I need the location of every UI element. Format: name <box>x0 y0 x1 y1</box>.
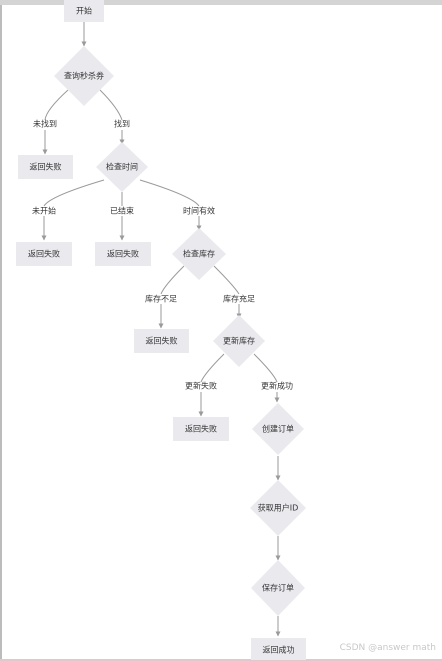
edge-checkstock-insufficient <box>160 265 185 295</box>
edge-update-failed <box>200 353 225 383</box>
node-save-order <box>251 560 305 616</box>
edge-label-stock-sufficient: 库存充足 <box>223 294 255 304</box>
label-check-stock: 检查库存 <box>183 249 215 259</box>
window-top-bar <box>0 0 442 5</box>
page-left-border <box>0 5 2 661</box>
node-create-order <box>252 403 304 455</box>
label-check-time: 检查时间 <box>106 162 138 172</box>
node-fail-ended <box>95 242 151 266</box>
edge-checkstock-sufficient <box>213 265 240 295</box>
edge-query-notfound <box>44 89 69 121</box>
label-fail-no-stock: 返回失败 <box>146 336 178 346</box>
label-return-success: 返回成功 <box>263 645 295 655</box>
node-fail-update <box>173 417 229 441</box>
edge-label-ended: 已结束 <box>110 206 134 216</box>
node-fail-not-started <box>16 242 72 266</box>
edge-checktime-valid <box>139 179 200 207</box>
edge-label-update-failed: 更新失败 <box>185 381 217 391</box>
edge-update-success <box>253 353 278 383</box>
edge-query-found <box>99 89 123 121</box>
label-create-order: 创建订单 <box>262 424 294 434</box>
node-check-stock <box>172 228 226 280</box>
edge-label-not-found: 未找到 <box>33 119 57 129</box>
node-return-success <box>251 638 306 660</box>
label-fail-not-found: 返回失败 <box>30 162 62 172</box>
node-check-time <box>96 142 148 192</box>
label-fail-not-started: 返回失败 <box>28 249 60 259</box>
label-start: 开始 <box>76 6 92 16</box>
edge-checktime-notstarted <box>43 179 105 207</box>
csdn-watermark: CSDN @answer math <box>339 643 436 653</box>
node-get-user-id <box>250 480 306 536</box>
page-bottom-border <box>0 659 442 661</box>
label-fail-ended: 返回失败 <box>107 249 139 259</box>
edges <box>41 22 281 637</box>
node-fail-not-found <box>18 155 73 179</box>
edge-label-update-success: 更新成功 <box>261 381 293 391</box>
label-save-order: 保存订单 <box>262 583 294 593</box>
node-fail-no-stock <box>134 329 189 353</box>
node-update-stock <box>213 315 265 367</box>
edge-label-not-started: 未开始 <box>32 206 56 216</box>
edge-label-stock-insufficient: 库存不足 <box>145 294 177 304</box>
node-start <box>64 0 104 22</box>
label-query-coupon: 查询秒杀券 <box>64 71 104 81</box>
label-get-user-id: 获取用户ID <box>258 503 299 513</box>
edge-label-time-valid: 时间有效 <box>183 206 215 216</box>
edge-label-found: 找到 <box>114 119 130 129</box>
label-update-stock: 更新库存 <box>223 336 255 346</box>
node-query-coupon <box>54 46 114 106</box>
label-fail-update: 返回失败 <box>185 424 217 434</box>
